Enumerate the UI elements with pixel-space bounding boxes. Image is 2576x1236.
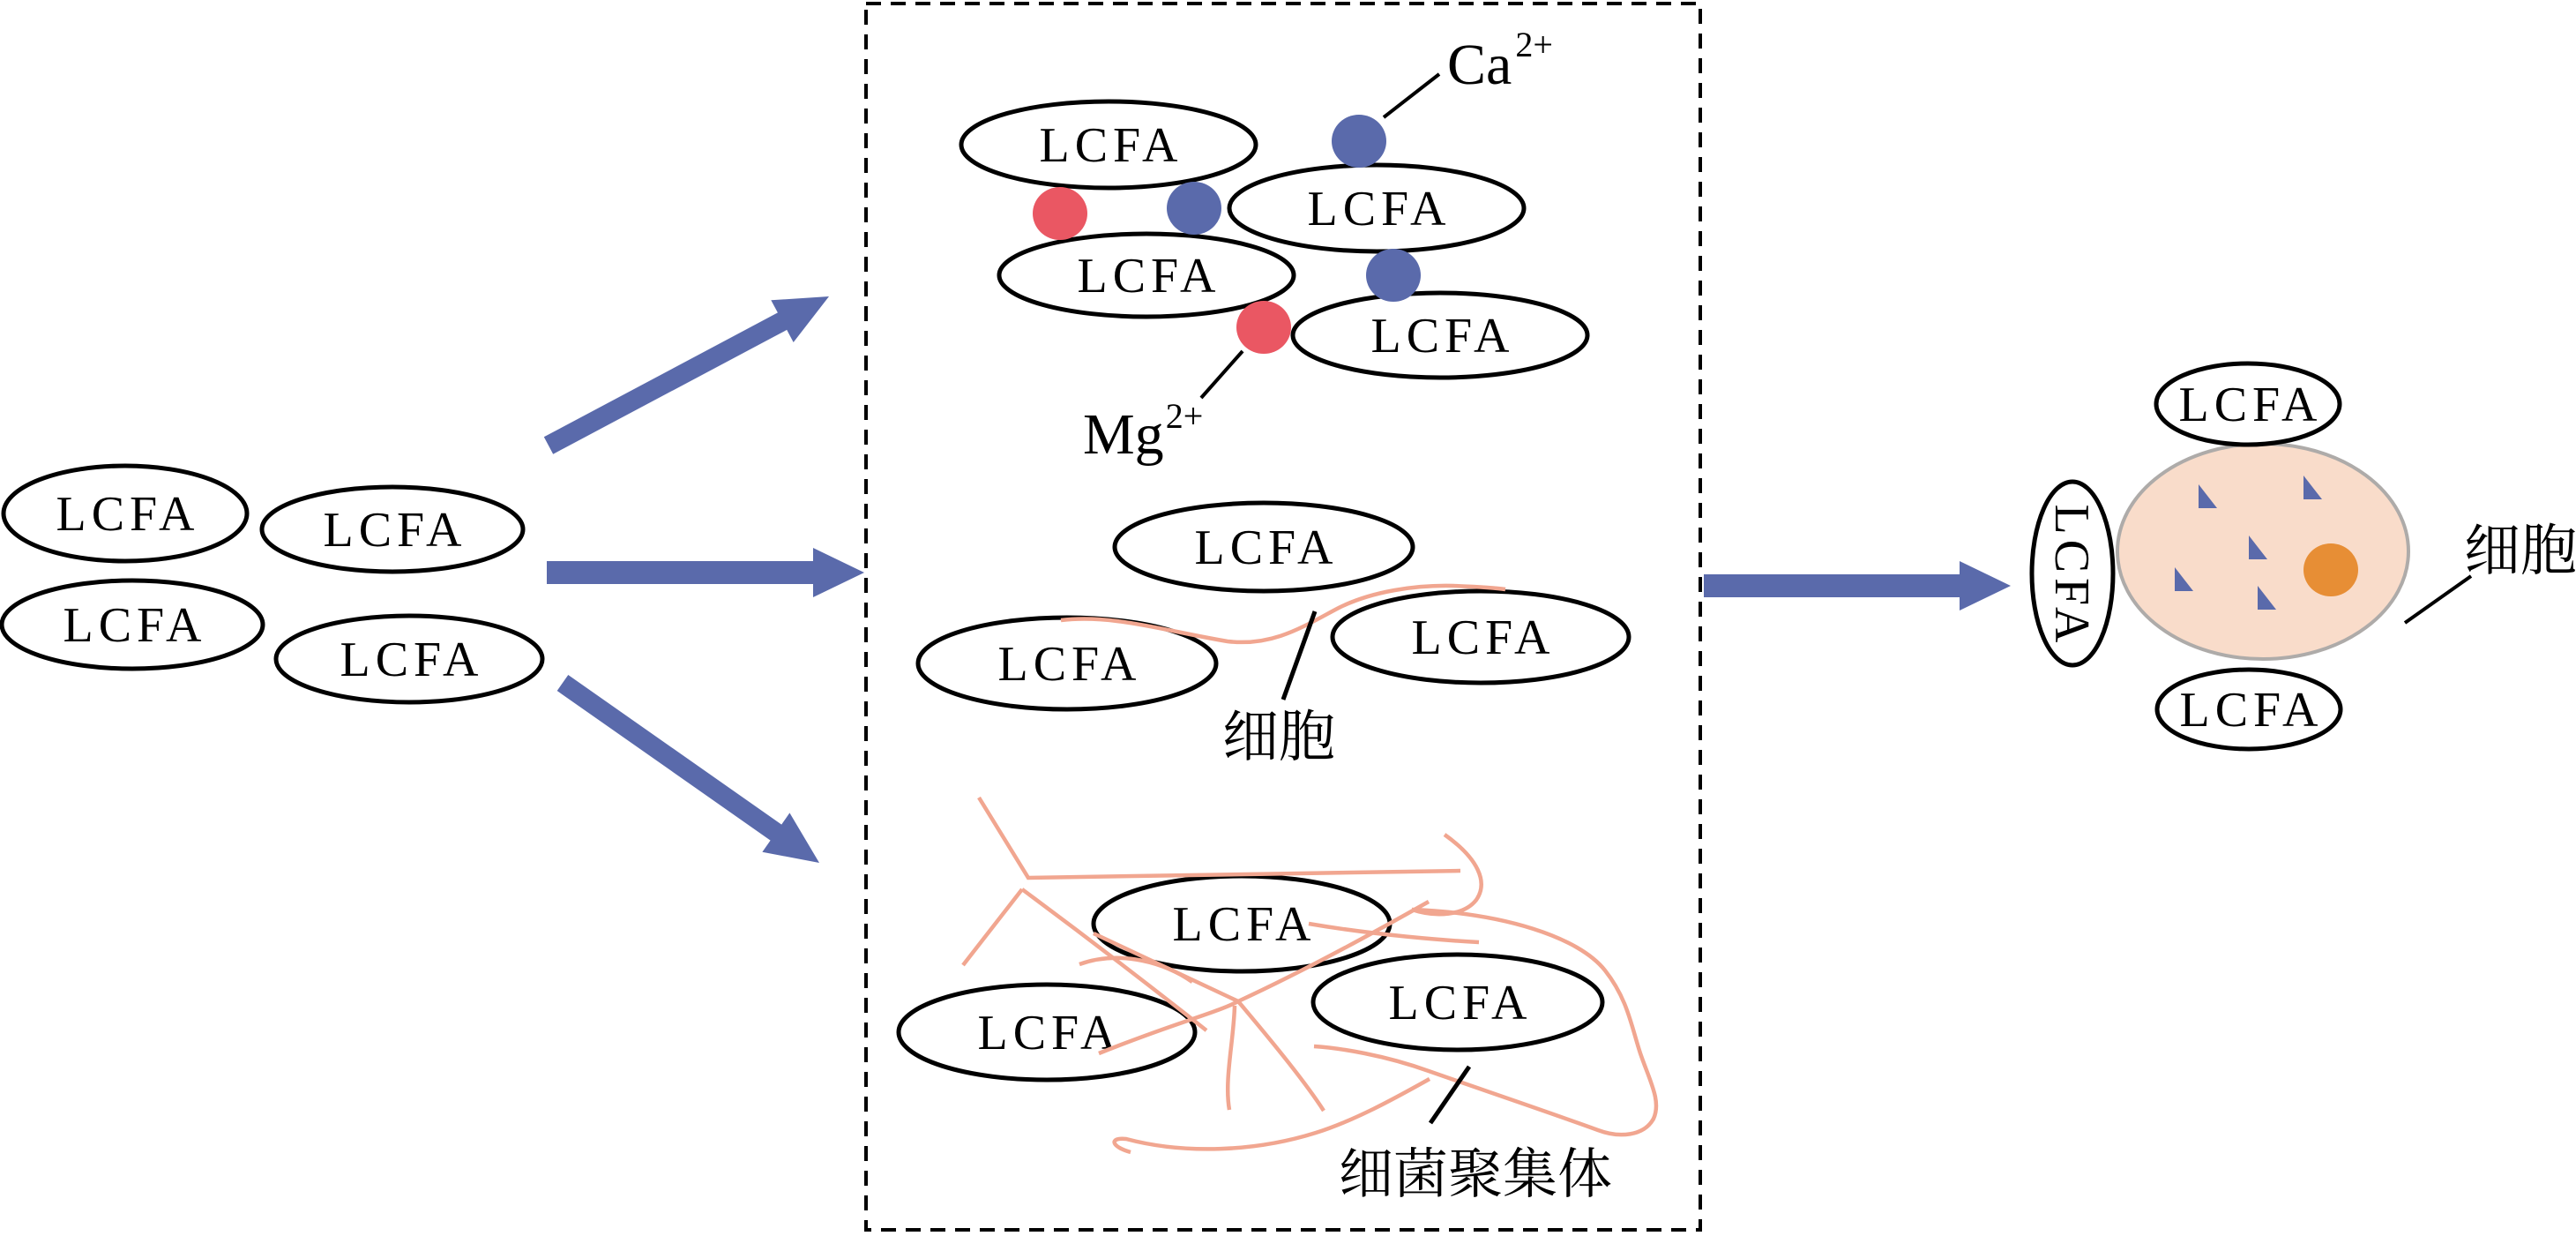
svg-text:Mg2+: Mg2+ [1083,396,1203,467]
svg-text:LCFA: LCFA [1389,976,1533,1030]
svg-text:LCFA: LCFA [1371,309,1515,363]
svg-text:LCFA: LCFA [1308,182,1452,236]
svg-text:LCFA: LCFA [324,503,467,558]
svg-text:LCFA: LCFA [998,637,1142,692]
svg-text:LCFA: LCFA [1078,249,1221,303]
svg-text:LCFA: LCFA [1040,118,1183,173]
svg-text:LCFA: LCFA [1173,897,1317,952]
svg-text:LCFA: LCFA [978,1006,1122,1060]
svg-text:LCFA: LCFA [63,598,207,653]
svg-text:LCFA: LCFA [340,633,484,687]
svg-text:LCFA: LCFA [2044,505,2099,648]
svg-text:LCFA: LCFA [1412,611,1556,665]
svg-text:LCFA: LCFA [56,487,200,542]
svg-text:LCFA: LCFA [2180,683,2324,738]
svg-text:LCFA: LCFA [1195,521,1339,575]
svg-text:LCFA: LCFA [2179,378,2323,432]
